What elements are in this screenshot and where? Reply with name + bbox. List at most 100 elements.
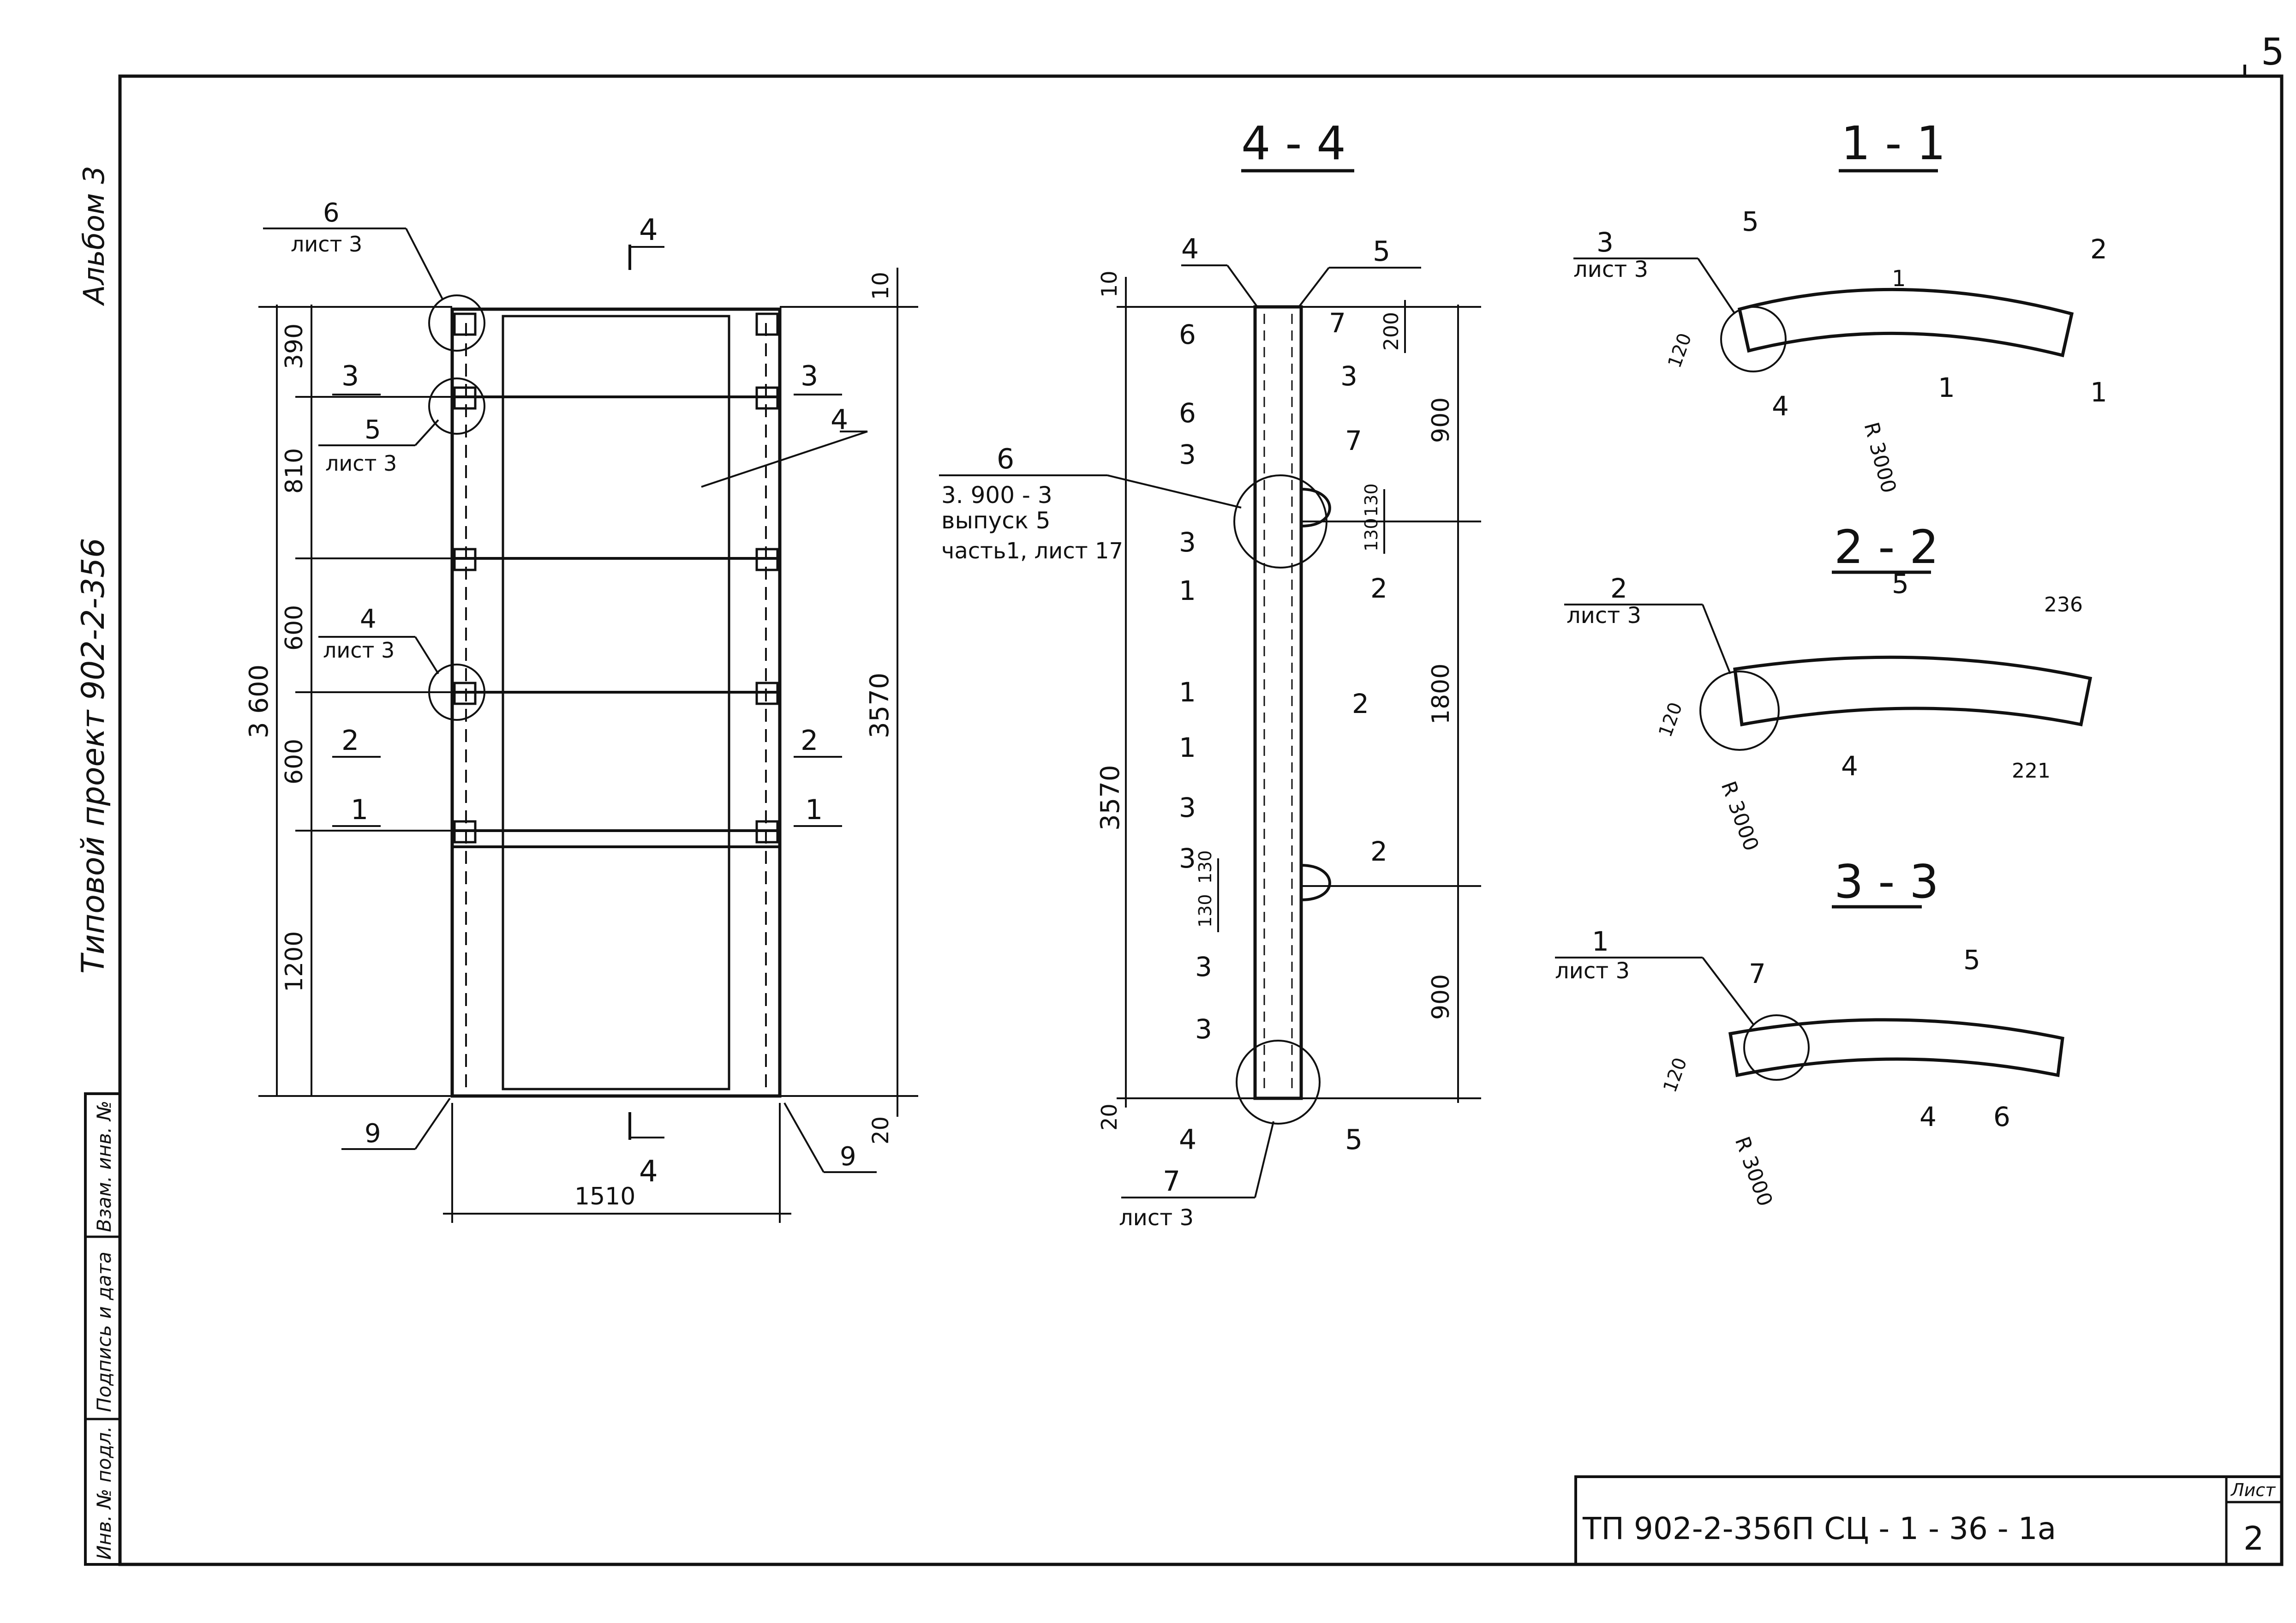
sec44-dim-top: 10 [1097,270,1122,298]
section-cut-top: 4 [639,213,658,247]
stamp-list-number: 2 [2243,1520,2264,1557]
cut-2-left: 2 [341,725,359,757]
elev-dim-600-b: 600 [281,739,308,785]
sec44-bottom-4: 4 [1179,1124,1196,1156]
s33-radius: R 3000 [1730,1133,1777,1210]
s11-dim-thick: 120 [1664,330,1696,371]
sec44-pos-1-b: 1 [1179,677,1196,708]
elev-callout-6: 6 [323,198,340,228]
sec44-pos-3-a: 3 [1179,439,1196,470]
sec44-bottom-5: 5 [1345,1124,1363,1156]
s22-pos-4: 4 [1841,750,1858,782]
elev-pos-4: 4 [831,404,848,436]
sec44-pos-3-b: 3 [1179,527,1196,558]
s22-dim-221: 221 [2012,759,2051,783]
sec44-pos-6a: 6 [1179,319,1196,350]
panel-section-2-2: 2 - 2 2 лист 3 5 4 236 221 120 R 3000 [1564,520,2093,854]
elev-dim-810: 810 [281,448,308,494]
sec44-dim-200: 200 [1380,312,1403,351]
sheet-frame: 5 Инв. № подл. Подпись и дата Взам. инв.… [75,30,2284,1566]
elev-dim-lines [258,268,918,1223]
elev-dim-overall-left: 3 600 [244,665,274,738]
cut-1-right: 1 [805,794,823,826]
s22-pos-5: 5 [1892,568,1909,599]
sec44-pos-3-c: 3 [1179,792,1196,823]
s33-pos-6: 6 [1993,1101,2010,1132]
sec44-dim-130-a: 130 [1361,483,1381,517]
elevation-ribs [452,395,780,848]
s11-callout-sheet: лист 3 [1573,257,1648,282]
s22-callout: 2 [1610,573,1627,604]
title-stamp: ТП 902-2-356П СЦ - 1 - 36 - 1а Лист 2 [1574,1475,2283,1566]
s33-callout-sheet: лист 3 [1555,958,1630,984]
elev-dim-390: 390 [281,323,308,369]
elev-dim-600-a: 600 [281,605,308,651]
sec44-ref-6: 6 [997,443,1014,475]
elev-callout-6-sheet: лист 3 [291,232,362,257]
s22-callout-sheet: лист 3 [1567,603,1641,629]
cut-3-right: 3 [801,360,818,392]
elev-dim-1200: 1200 [281,931,308,992]
s11-pos-1-top: 1 [1892,266,1906,292]
elev-dim-top-right: 10 [868,272,894,300]
sec44-dim-130-d: 130 [1195,894,1215,928]
side-cell-vzam-inv: Взам. инв. № [93,1101,115,1232]
panel-section-1-1: 1 - 1 3 лист 3 5 2 1 1 1 4 120 R 3000 [1573,116,2107,496]
s33-pos-4: 4 [1919,1101,1937,1132]
elev-callout-4: 4 [360,604,377,634]
section-cut-bottom: 4 [639,1155,658,1189]
sec44-pos-7a: 7 [1329,307,1346,339]
sec44-label-4-top: 4 [1181,233,1199,265]
sec44-bottom-7: 7 [1163,1165,1180,1198]
elevation-rib-ends [453,312,779,844]
sec44-pos-1-c: 1 [1179,732,1196,763]
s11-pos-1-b: 1 [2090,377,2107,408]
s11-callout: 3 [1596,227,1614,258]
s22-radius: R 3000 [1716,778,1763,854]
sec44-ref-6-part: часть1, лист 17 [941,538,1123,564]
section-3-3-title: 3 - 3 [1834,855,1939,909]
sec44-pos-6b: 6 [1179,397,1196,429]
elev-callout-4-sheet: лист 3 [323,638,395,663]
elev-callout-5-sheet: лист 3 [325,451,397,476]
cut-3-left: 3 [341,360,359,392]
s33-pos-5: 5 [1963,944,1980,976]
sec44-label-5-top: 5 [1373,235,1390,268]
elev-dim-width: 1510 [574,1183,635,1210]
sec44-pos-3-e: 3 [1195,951,1212,982]
stamp-code: ТП 902-2-356П СЦ - 1 - 36 - 1а [1582,1511,2056,1546]
stamp-list-label: Лист [2230,1480,2276,1500]
s11-radius: R 3000 [1859,420,1901,496]
sec44-pos-3-right: 3 [1340,360,1357,392]
elev-pos-9-left: 9 [365,1119,381,1149]
side-cell-inv-podl: Инв. № подл. [93,1426,115,1560]
side-cell-podpis-data: Подпись и дата [93,1252,115,1412]
sec44-dim-900-bottom: 900 [1427,974,1455,1020]
side-project-label: Типовой проект 902-2-356 [75,538,112,974]
s33-dim-thick: 120 [1659,1055,1691,1095]
elev-dim-overall-right: 3570 [865,672,895,738]
sec44-ref-6-issue: выпуск 5 [941,507,1051,534]
s33-callout: 1 [1592,926,1609,957]
section-4-4-title: 4 - 4 [1241,116,1346,170]
elev-pos-9-right: 9 [840,1142,856,1172]
s22-dim-236: 236 [2044,593,2083,617]
sec44-pos-2-c: 2 [1370,836,1387,867]
section-1-1-title: 1 - 1 [1841,116,1946,170]
panel-section-4-4: 4 - 4 10 20 3570 200 900 1800 900 1 3 [939,116,1481,1231]
cut-1-left: 1 [351,794,368,826]
sec44-dim-900-top: 900 [1427,397,1455,443]
s11-pos-5: 5 [1742,206,1759,237]
s11-pos-2: 2 [2090,234,2107,265]
sec44-pos-7b: 7 [1345,425,1362,456]
sec44-dim-1800: 1800 [1427,664,1455,725]
panel-elevation: 6 лист 3 5 лист 3 4 лист 3 4 4 3 3 2 2 1… [244,198,918,1223]
sec44-ref-6-doc: 3. 900 - 3 [941,482,1052,509]
sec44-dim-3570: 3570 [1095,765,1125,831]
sec44-dim-bottom: 20 [1097,1103,1122,1131]
sec44-pos-1-a: 1 [1179,575,1196,606]
sec44-pos-2-a: 2 [1370,573,1387,604]
sec44-pos-2-b: 2 [1352,688,1369,719]
sec44-pos-3-d: 3 [1179,843,1196,874]
